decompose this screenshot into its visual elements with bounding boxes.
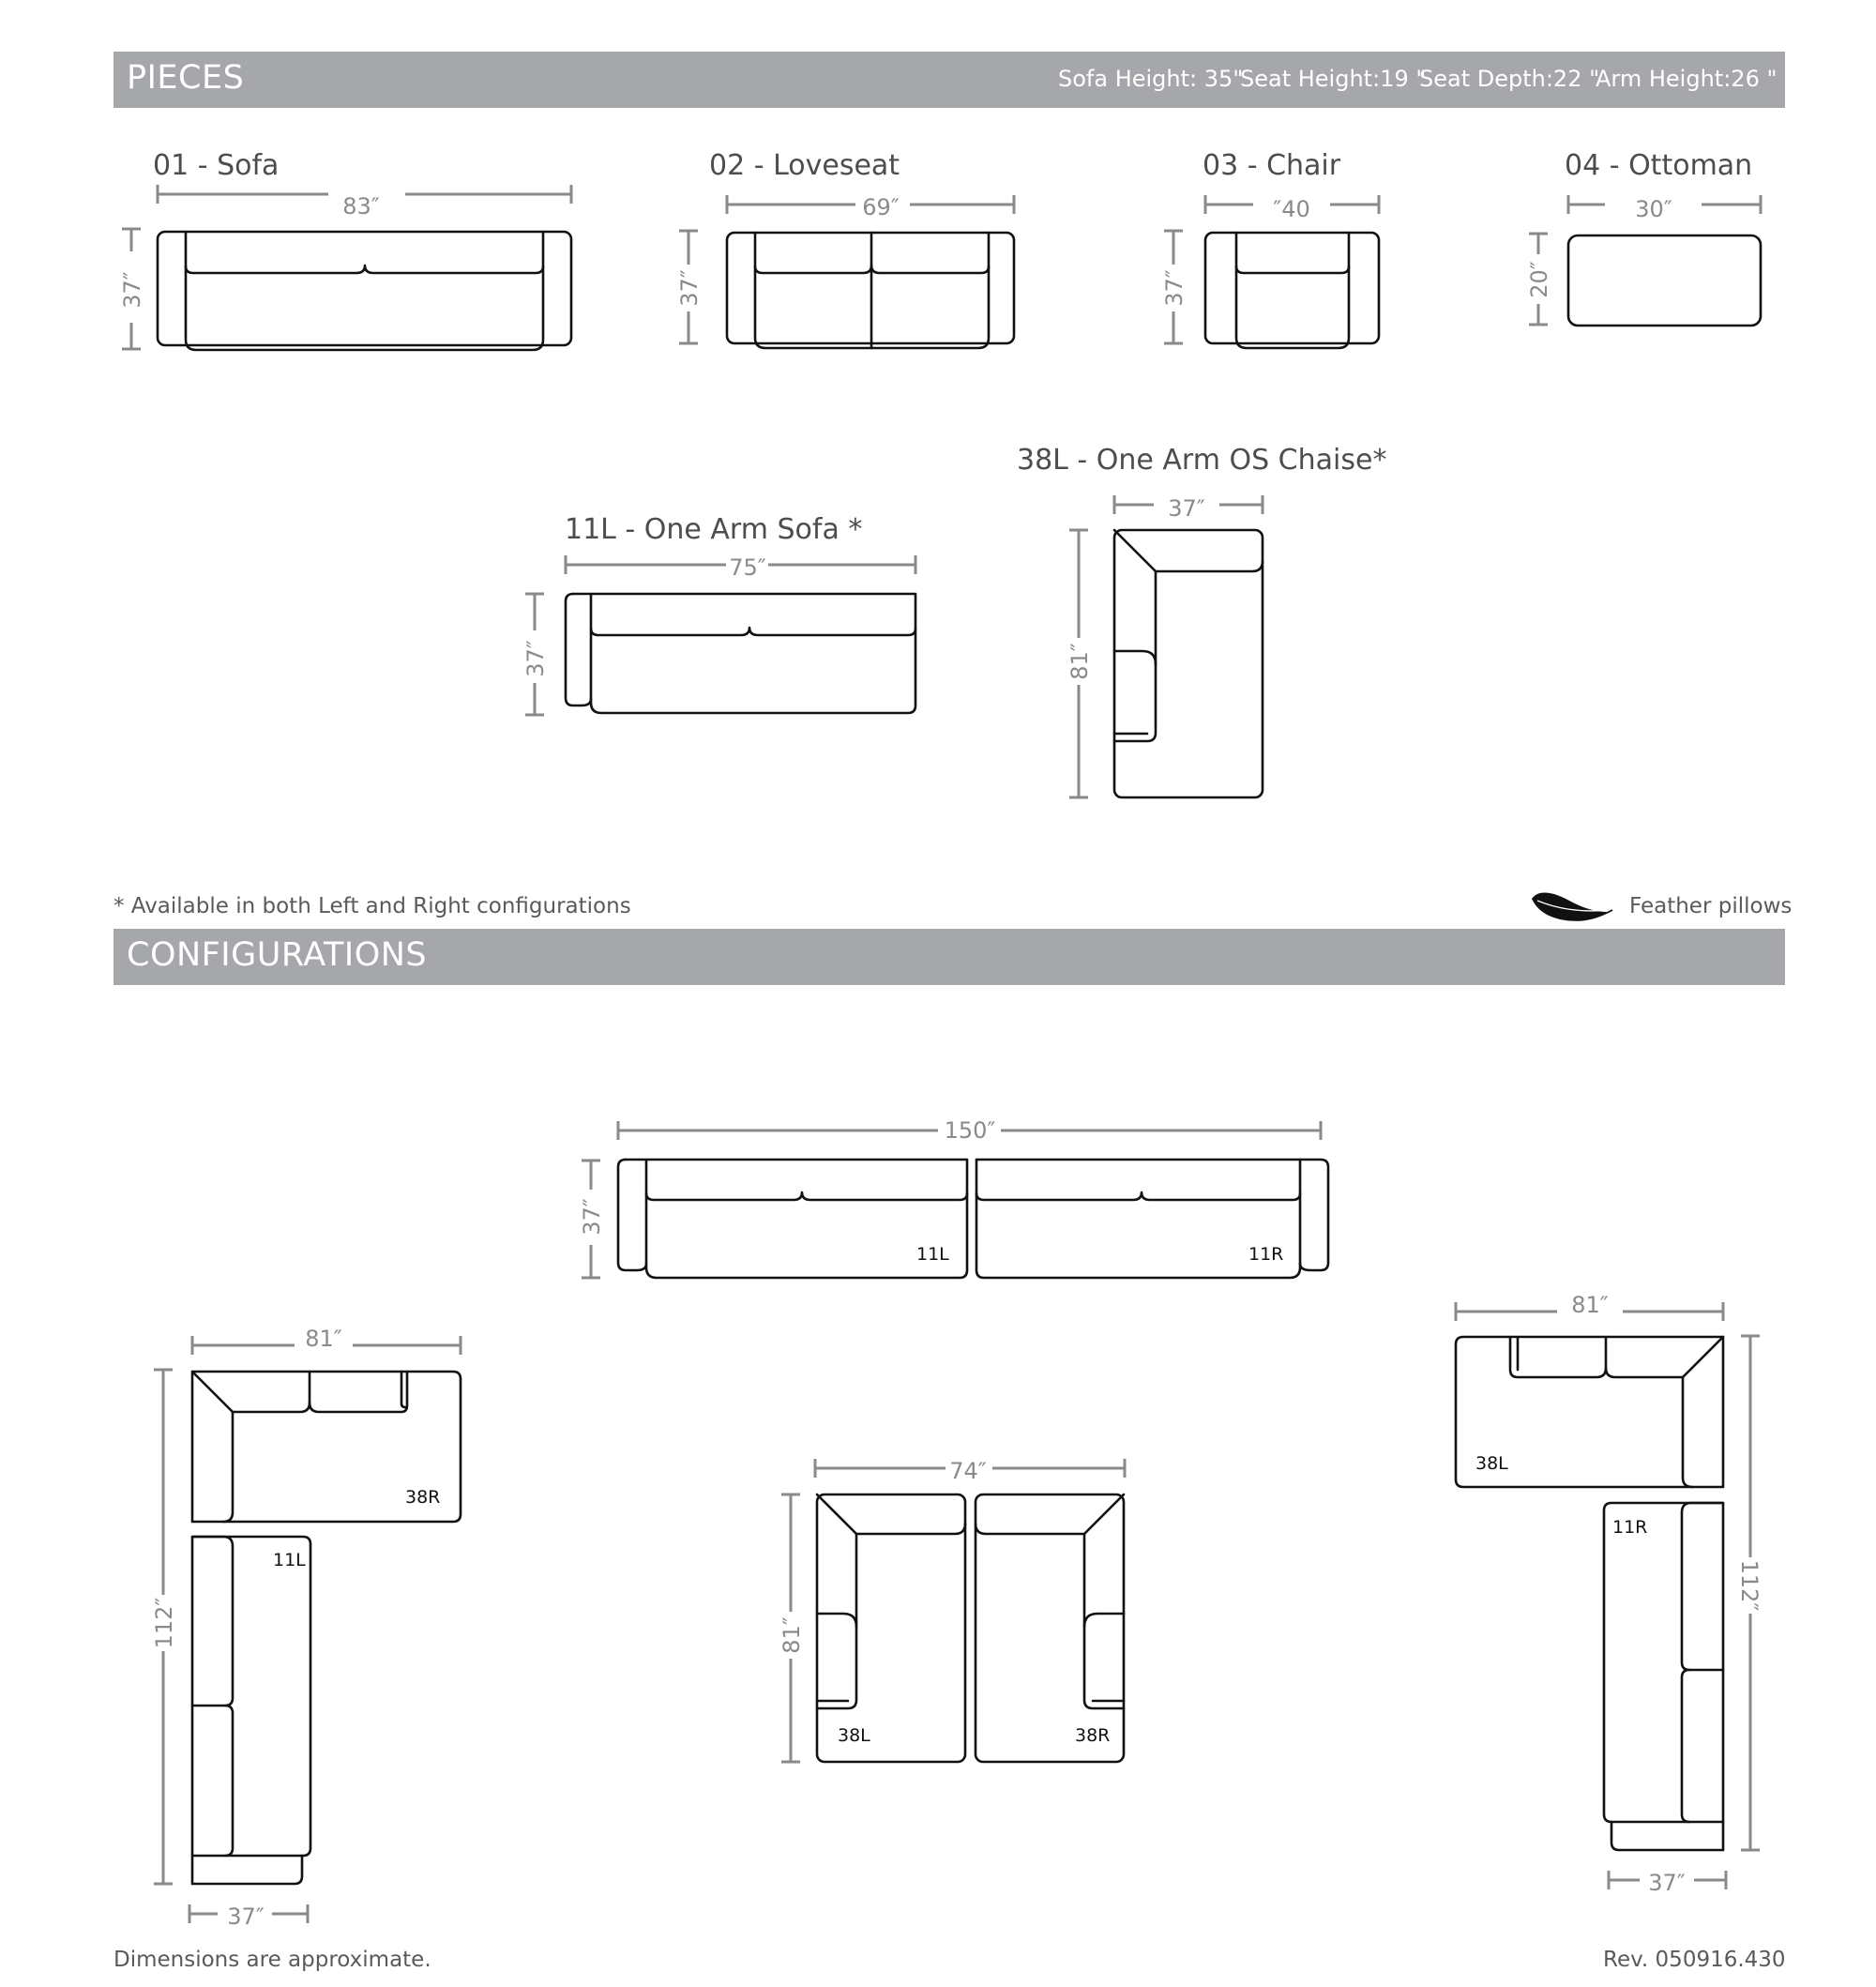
module-38r: 38R	[190, 1370, 462, 1524]
depth-dimension: 20″	[1526, 232, 1552, 326]
width-dimension: ″40	[1203, 195, 1381, 222]
svg-text:37″: 37″	[227, 1904, 265, 1930]
spec-arm-height: Arm Height:26 "	[1596, 66, 1778, 92]
width-dimension: 37″	[1112, 495, 1264, 522]
svg-text:37″: 37″	[119, 271, 145, 309]
svg-text:112″: 112″	[1736, 1560, 1763, 1612]
configurations-title: CONFIGURATIONS	[127, 936, 428, 974]
module-38l: 38L	[815, 1493, 967, 1764]
spec-seat-depth: Seat Depth:22 "	[1419, 66, 1600, 92]
module-38r-chaise: 38R	[974, 1493, 1126, 1764]
depth-dimension: 37″	[579, 1159, 605, 1280]
svg-text:112″: 112″	[151, 1598, 177, 1649]
depth-dimension: 81″	[779, 1493, 805, 1764]
dimensions-disclaimer: Dimensions are approximate.	[113, 1948, 431, 1972]
piece-name: 04 - Ottoman	[1565, 149, 1752, 182]
revision-number: Rev. 050916.430	[1603, 1948, 1786, 1972]
piece-name: 01 - Sofa	[153, 149, 279, 182]
svg-text:11R: 11R	[1248, 1244, 1283, 1265]
depth-dimension: 37″	[188, 1904, 310, 1930]
depth-dimension: 37″	[119, 227, 145, 351]
width-dimension: 81″	[1454, 1292, 1725, 1321]
config-l-shape-38r-11l: 81″ 112″ 37″ 38R 11L	[151, 1326, 462, 1930]
depth-dimension: 37″	[522, 592, 549, 717]
pieces-title: PIECES	[127, 59, 245, 97]
width-dimension: 81″	[190, 1326, 462, 1355]
configurations-header-bar: CONFIGURATIONS	[113, 929, 1785, 985]
feather-pillows-label: Feather pillows	[1629, 894, 1793, 918]
availability-footnote: * Available in both Left and Right confi…	[113, 894, 631, 918]
svg-text:11L: 11L	[273, 1550, 306, 1570]
width-dimension: 75″	[564, 554, 917, 581]
config-74-chaise-pair: 74″ 81″ 38L 38R	[779, 1458, 1127, 1764]
module-11l-vertical: 11L	[190, 1535, 312, 1886]
svg-text:38L: 38L	[1475, 1453, 1508, 1474]
piece-04-ottoman: 04 - Ottoman 30″ 20″	[1526, 149, 1763, 327]
piece-11l-one-arm-sofa: 11L - One Arm Sofa * 75″ 37″	[522, 513, 917, 717]
piece-01-sofa: 01 - Sofa 83″ 37″	[119, 149, 573, 352]
svg-text:81″: 81″	[1571, 1292, 1609, 1318]
depth-dimension: 81″	[1067, 528, 1093, 799]
piece-name: 03 - Chair	[1203, 149, 1341, 182]
svg-text:81″: 81″	[779, 1616, 805, 1654]
width-dimension: 150″	[616, 1117, 1323, 1144]
width-dimension: 69″	[725, 194, 1016, 220]
svg-text:74″: 74″	[949, 1458, 987, 1484]
svg-text:30″: 30″	[1635, 196, 1672, 222]
module-38l-top: 38L	[1454, 1335, 1725, 1489]
width-dimension: 74″	[813, 1458, 1127, 1484]
sofa-outline	[156, 230, 573, 352]
module-11r-vertical: 11R	[1602, 1501, 1725, 1852]
svg-text:37″: 37″	[579, 1198, 605, 1236]
ottoman-outline	[1566, 234, 1763, 327]
svg-text:83″: 83″	[342, 193, 380, 220]
one-arm-sofa-outline	[564, 592, 917, 715]
spec-seat-height: Seat Height:19 "	[1240, 66, 1427, 92]
svg-text:20″: 20″	[1526, 261, 1552, 298]
svg-text:37″: 37″	[1161, 269, 1188, 307]
svg-text:38R: 38R	[1075, 1725, 1110, 1746]
piece-name: 02 - Loveseat	[709, 149, 900, 182]
length-dimension: 112″	[151, 1368, 177, 1886]
config-l-shape-38l-11r: 81″ 112″ 37″ 38L 11R	[1454, 1292, 1763, 1896]
depth-dimension: 37″	[676, 229, 703, 345]
module-11l: 11L	[616, 1158, 969, 1280]
svg-text:38L: 38L	[838, 1725, 870, 1746]
svg-text:81″: 81″	[1067, 643, 1093, 680]
depth-dimension: 37″	[1161, 229, 1188, 345]
piece-02-loveseat: 02 - Loveseat 69″ 37″	[676, 149, 1016, 350]
svg-text:75″: 75″	[729, 554, 766, 581]
pieces-header-bar: PIECES Sofa Height: 35" Seat Height:19 "…	[113, 52, 1785, 108]
loveseat-outline	[725, 231, 1016, 350]
svg-text:37″: 37″	[676, 269, 703, 307]
feather-icon	[1532, 892, 1613, 921]
spec-sofa-height: Sofa Height: 35"	[1058, 66, 1244, 92]
piece-03-chair: 03 - Chair ″40 37″	[1161, 149, 1381, 350]
width-dimension: 30″	[1566, 195, 1763, 222]
svg-text:37″: 37″	[522, 640, 549, 677]
svg-text:69″: 69″	[862, 194, 900, 220]
piece-name: 11L - One Arm Sofa *	[565, 513, 862, 546]
chair-outline	[1203, 231, 1381, 350]
svg-text:81″: 81″	[305, 1326, 342, 1352]
svg-text:11L: 11L	[916, 1244, 949, 1265]
config-150-straight: 150″ 37″ 11L 11R	[579, 1117, 1330, 1280]
width-dimension: 83″	[156, 185, 573, 220]
length-dimension: 112″	[1736, 1334, 1763, 1852]
chaise-outline	[1112, 528, 1264, 799]
svg-text:37″: 37″	[1168, 495, 1205, 522]
svg-text:11R: 11R	[1612, 1517, 1647, 1538]
module-11r: 11R	[975, 1158, 1330, 1280]
piece-38l-chaise: 38L - One Arm OS Chaise* 37″ 81″	[1017, 444, 1386, 799]
depth-dimension: 37″	[1607, 1870, 1728, 1896]
svg-text:37″: 37″	[1648, 1870, 1686, 1896]
svg-text:150″: 150″	[945, 1117, 996, 1144]
svg-text:″40: ″40	[1273, 196, 1310, 222]
svg-text:38R: 38R	[405, 1487, 440, 1508]
piece-name: 38L - One Arm OS Chaise*	[1017, 444, 1386, 477]
